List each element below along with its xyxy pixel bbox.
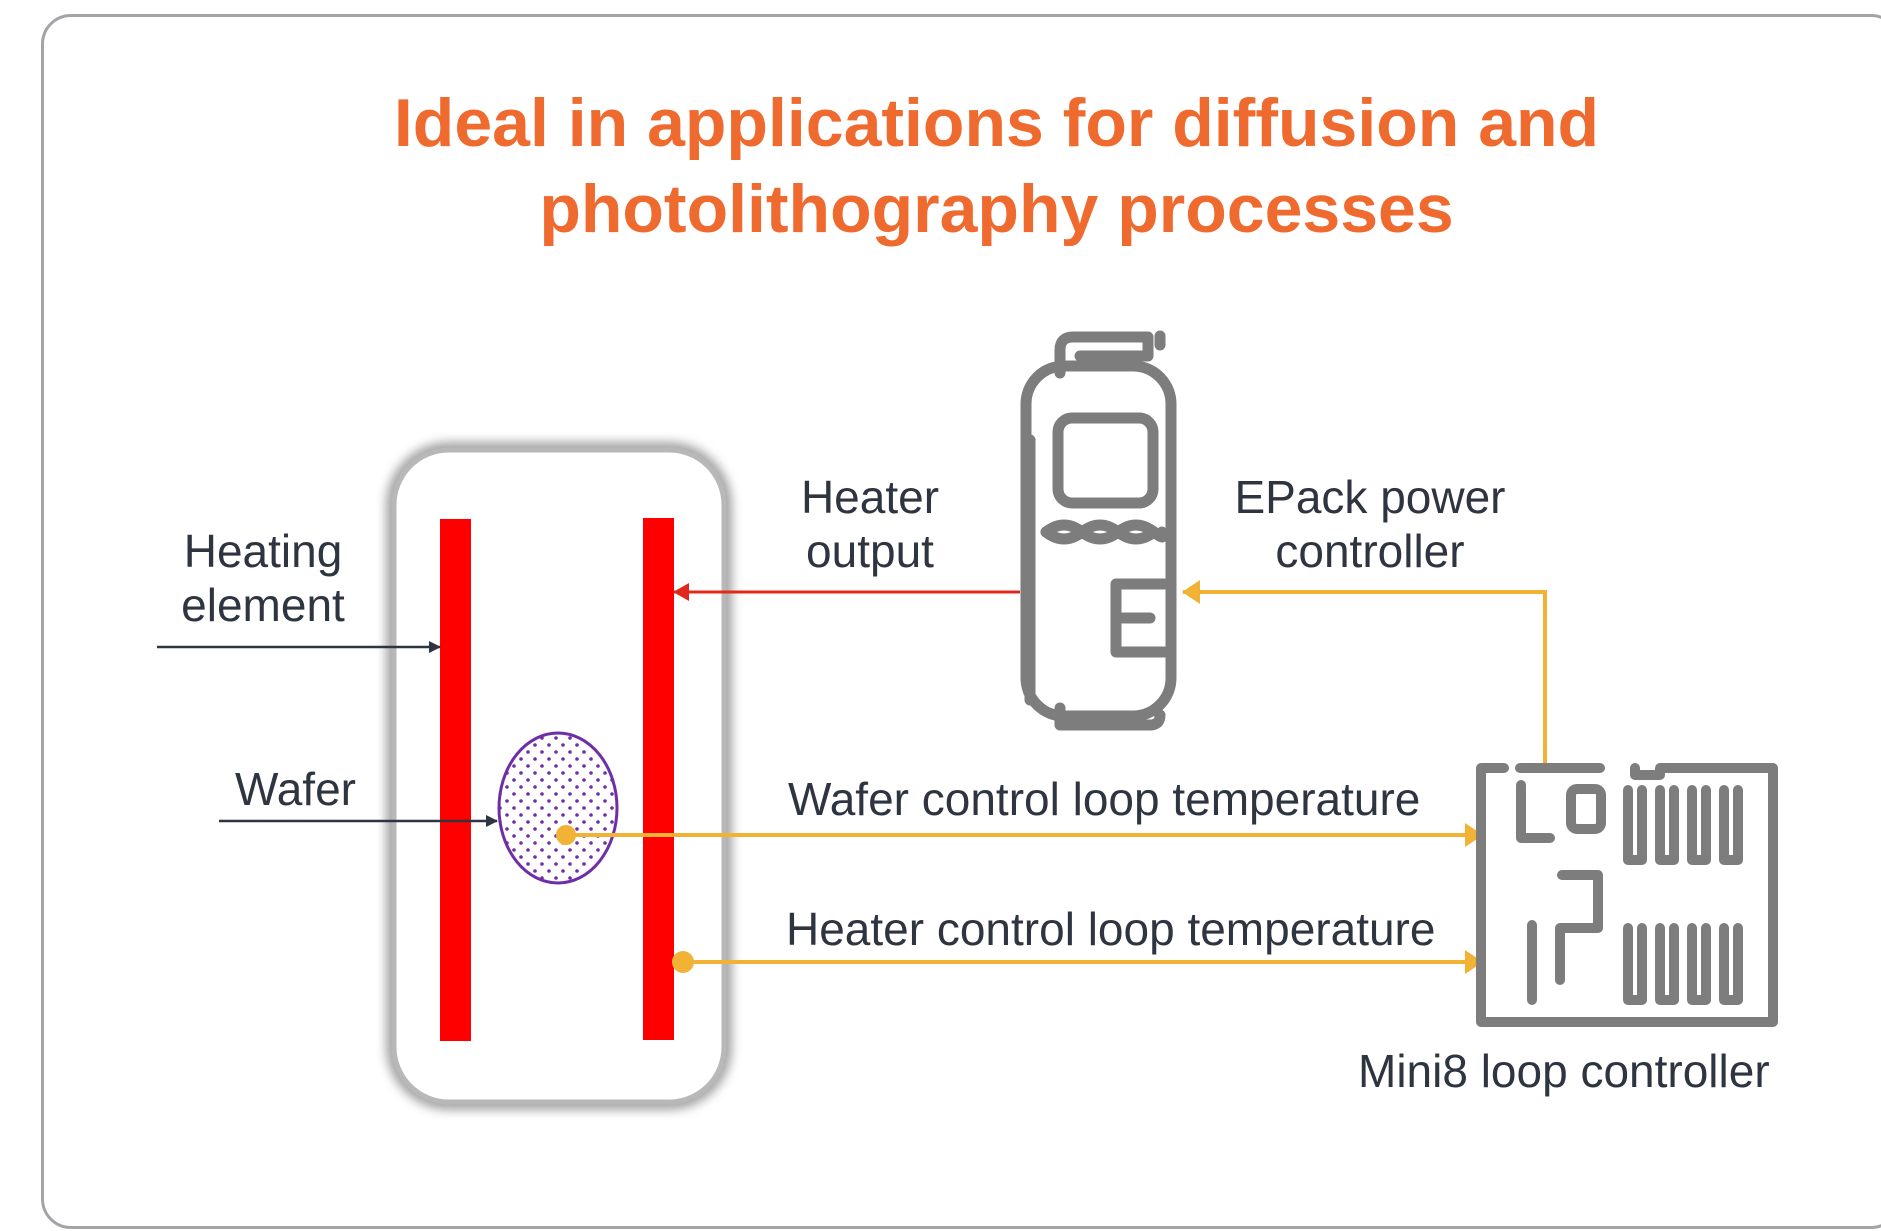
diagram-title: Ideal in applications for diffusion and … <box>0 80 1881 252</box>
heater-sensor-dot <box>672 951 694 973</box>
epack-label-line-1: EPack power <box>1234 471 1506 523</box>
heating-element-left <box>440 519 471 1041</box>
heating-element-label-line-1: Heating <box>183 525 343 577</box>
heater-output-label-line-2: output <box>806 525 934 577</box>
epack-label-line-2: controller <box>1275 525 1465 577</box>
heating-element-label-line-2: element <box>181 579 345 631</box>
wafer-label: Wafer <box>235 763 356 815</box>
wafer-icon <box>497 731 619 885</box>
mini8-loop-controller-icon <box>1476 763 1778 1027</box>
wafer-sensor-dot <box>556 825 576 845</box>
heating-element-right <box>643 518 674 1040</box>
epack-label: EPack power controller <box>1220 470 1520 578</box>
heating-element-label: Heating element <box>160 524 366 632</box>
control-output-line <box>1182 580 1547 763</box>
heater-output-label: Heater output <box>780 470 960 578</box>
heater-output-label-line-1: Heater <box>800 471 940 523</box>
title-line-2: photolithography processes <box>539 171 1454 247</box>
mini8-label: Mini8 loop controller <box>1358 1045 1770 1097</box>
heater-loop-label: Heater control loop temperature <box>786 903 1436 955</box>
title-line-1: Ideal in applications for diffusion and <box>393 85 1600 161</box>
wafer-loop-label: Wafer control loop temperature <box>788 773 1421 825</box>
epack-power-controller-icon <box>1020 330 1177 731</box>
diagram-frame <box>41 14 1881 1229</box>
